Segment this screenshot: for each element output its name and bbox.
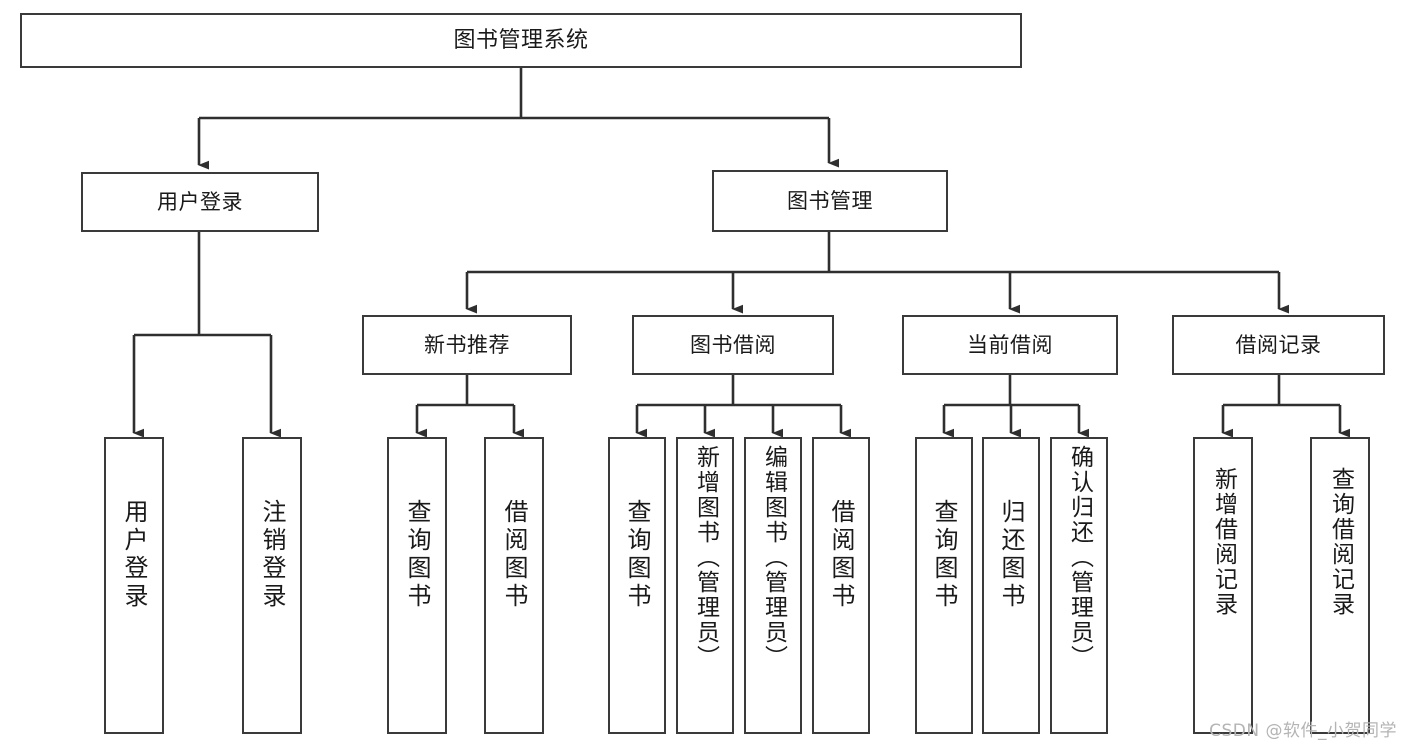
node-book-manage-label: 图书管理 [787, 188, 873, 213]
node-leaf-borrow-book-2[interactable]: 借阅图书 [812, 437, 870, 734]
node-borrow-record-label: 借阅记录 [1235, 332, 1322, 357]
node-leaf-add-book[interactable]: 新增图书（管理员） [676, 437, 734, 734]
node-leaf-add-record[interactable]: 新增借阅记录 [1193, 437, 1253, 734]
node-book-manage[interactable]: 图书管理 [712, 170, 948, 232]
node-book-borrow-label: 图书借阅 [690, 332, 776, 357]
node-new-book-rec-label: 新书推荐 [424, 332, 510, 357]
node-leaf-add-book-label: 新增图书（管理员） [692, 445, 719, 670]
watermark: CSDN @软件_小贺同学 [1209, 721, 1397, 741]
node-leaf-return-book-label: 归还图书 [997, 499, 1025, 611]
node-leaf-logout[interactable]: 注销登录 [242, 437, 302, 734]
node-user-login-label: 用户登录 [157, 189, 243, 214]
node-leaf-logout-label: 注销登录 [258, 499, 286, 611]
node-current-borrow[interactable]: 当前借阅 [902, 315, 1118, 375]
node-user-login[interactable]: 用户登录 [81, 172, 319, 232]
node-root[interactable]: 图书管理系统 [20, 13, 1022, 68]
node-leaf-query-book-1-label: 查询图书 [403, 499, 431, 611]
node-current-borrow-label: 当前借阅 [967, 332, 1053, 357]
node-root-label: 图书管理系统 [453, 27, 589, 53]
node-leaf-query-book-3-label: 查询图书 [930, 499, 958, 611]
node-leaf-edit-book[interactable]: 编辑图书（管理员） [744, 437, 802, 734]
node-book-borrow[interactable]: 图书借阅 [632, 315, 834, 375]
node-leaf-borrow-book-1-label: 借阅图书 [500, 499, 528, 611]
node-new-book-rec[interactable]: 新书推荐 [362, 315, 572, 375]
node-leaf-borrow-book-2-label: 借阅图书 [827, 499, 855, 611]
node-leaf-query-record-label: 查询借阅记录 [1327, 467, 1354, 617]
node-leaf-query-record[interactable]: 查询借阅记录 [1310, 437, 1370, 734]
node-leaf-confirm-return[interactable]: 确认归还（管理员） [1050, 437, 1108, 734]
node-leaf-return-book[interactable]: 归还图书 [982, 437, 1040, 734]
node-leaf-user-login-label: 用户登录 [120, 499, 148, 611]
node-leaf-borrow-book-1[interactable]: 借阅图书 [484, 437, 544, 734]
node-leaf-query-book-2[interactable]: 查询图书 [608, 437, 666, 734]
node-leaf-edit-book-label: 编辑图书（管理员） [760, 445, 787, 670]
node-leaf-query-book-2-label: 查询图书 [623, 499, 651, 611]
node-leaf-confirm-return-label: 确认归还（管理员） [1066, 445, 1093, 670]
node-leaf-add-record-label: 新增借阅记录 [1210, 467, 1237, 617]
node-leaf-user-login[interactable]: 用户登录 [104, 437, 164, 734]
node-leaf-query-book-1[interactable]: 查询图书 [387, 437, 447, 734]
node-borrow-record[interactable]: 借阅记录 [1172, 315, 1385, 375]
node-leaf-query-book-3[interactable]: 查询图书 [915, 437, 973, 734]
